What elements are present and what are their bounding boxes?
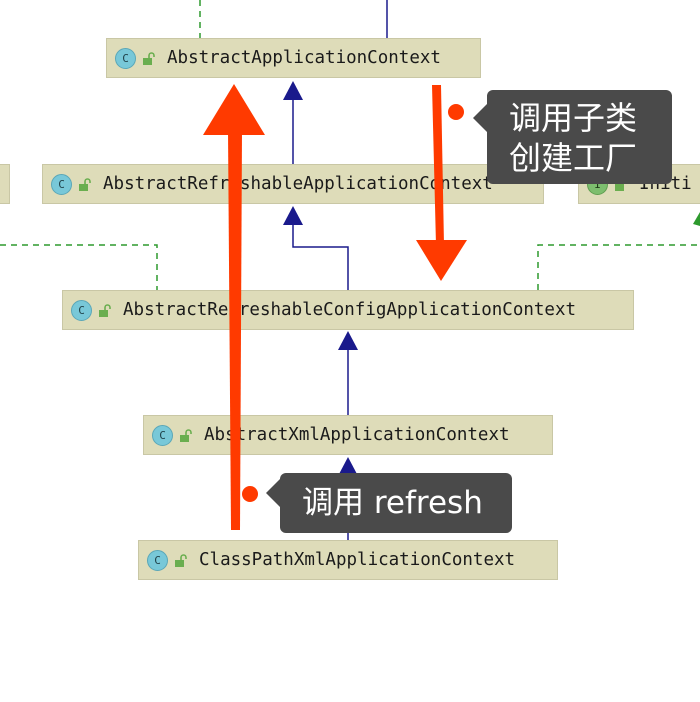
node-class-path-xml-application-context[interactable]: C ClassPathXmlApplicationContext: [138, 540, 558, 580]
node-abstract-application-context[interactable]: C AbstractApplicationContext: [106, 38, 481, 78]
node-label: ClassPathXmlApplicationContext: [199, 550, 516, 570]
extends-arrow-3: [338, 331, 358, 350]
implements-arrow-right: [693, 212, 700, 226]
callout-call-factory: 调用子类 创建工厂: [473, 90, 672, 184]
callout-tail: [473, 104, 487, 132]
class-icon: C: [152, 424, 173, 446]
class-icon: C: [71, 299, 92, 321]
unlocked-icon: [180, 428, 192, 442]
node-left-partial: [0, 164, 10, 204]
refresh-arrow-head: [203, 84, 265, 135]
callout-tail: [266, 479, 280, 507]
node-abstract-refreshable-application-context[interactable]: C AbstractRefreshableApplicationContext: [42, 164, 544, 204]
extends-arrow-1: [283, 81, 303, 100]
annotation-dot-refresh: [242, 486, 258, 502]
node-label: AbstractRefreshableApplicationContext: [103, 174, 493, 194]
callout-text: 调用 refresh: [302, 485, 483, 521]
extends-arrow-4: [338, 457, 358, 476]
node-abstract-xml-application-context[interactable]: C AbstractXmlApplicationContext: [143, 415, 553, 455]
node-label: AbstractXmlApplicationContext: [204, 425, 510, 445]
node-label: AbstractApplicationContext: [167, 48, 441, 68]
callout-line-2: 创建工厂: [509, 139, 638, 177]
unlocked-icon: [175, 553, 187, 567]
factory-arrow-head: [416, 240, 467, 281]
annotation-dot-factory: [448, 104, 464, 120]
implements-line-right: [537, 244, 700, 290]
class-icon: C: [51, 173, 72, 195]
unlocked-icon: [99, 303, 111, 317]
class-icon: C: [115, 47, 136, 69]
class-icon: C: [147, 549, 168, 571]
extends-arrow-2: [283, 206, 303, 225]
factory-arrow-shaft: [432, 85, 444, 245]
extends-line-2: [292, 224, 349, 290]
refresh-arrow-shaft: [228, 130, 242, 530]
unlocked-icon: [79, 177, 91, 191]
implements-line-left: [0, 244, 158, 290]
callout-call-refresh: 调用 refresh: [266, 473, 512, 533]
callout-line-1: 调用子类: [509, 99, 638, 137]
unlocked-icon: [143, 51, 155, 65]
